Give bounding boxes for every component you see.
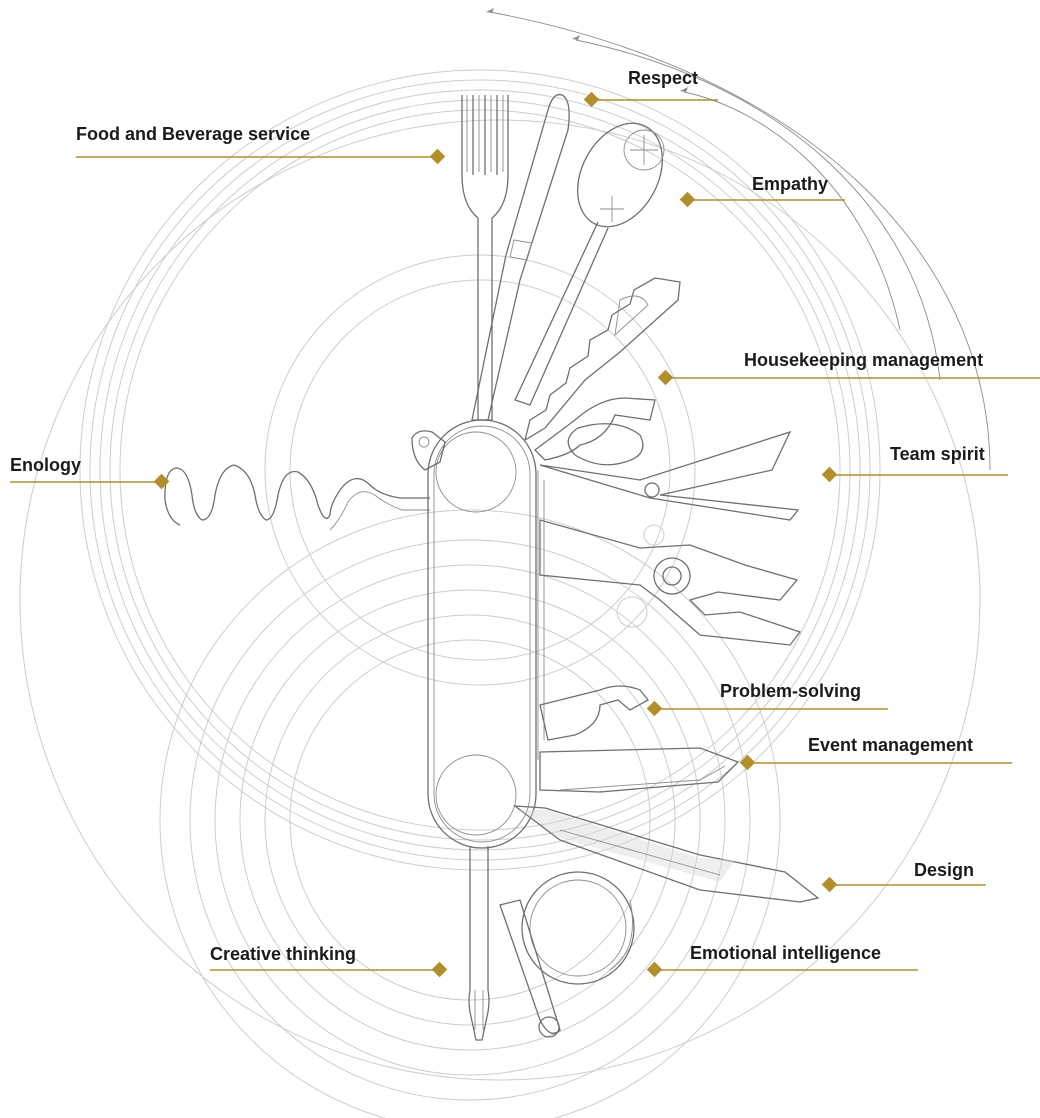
skill-label-food-beverage: Food and Beverage service [76,124,310,144]
spoon-icon [515,109,679,405]
background-circle [90,80,870,860]
background-circle [190,540,750,1100]
table-knife-icon [472,95,569,420]
background-circle [110,100,850,840]
background-circle [215,565,725,1075]
background-circle [290,280,670,660]
background-circle [100,90,860,850]
label-empathy: Empathy [680,174,845,207]
diamond-marker-icon [680,192,696,208]
skill-label-housekeeping: Housekeeping management [744,350,983,370]
diamond-marker-icon [822,467,838,483]
diamond-marker-icon [647,701,663,717]
skill-label-emotional-intelligence: Emotional intelligence [690,943,881,963]
diamond-marker-icon [822,877,838,893]
arrow-head-icon [572,35,580,40]
scissors-icon [540,424,798,520]
skill-label-design: Design [914,860,974,880]
background-circle [265,255,695,685]
skill-label-enology: Enology [10,455,81,475]
label-respect: Respect [584,68,718,107]
main-blade-icon [540,748,738,792]
skill-label-empathy: Empathy [752,174,828,194]
background-circle [160,510,780,1118]
skill-label-team-spirit: Team spirit [890,444,985,464]
labels-layer: Respect Food and Beverage service Empath… [10,68,1040,977]
skill-label-respect: Respect [628,68,698,88]
swiss-army-knife-icon [165,95,818,1040]
key-ring-icon [500,872,634,1037]
bottle-opener-icon [535,398,655,460]
label-creative-thinking: Creative thinking [210,944,447,977]
background-circle [20,120,980,1080]
diamond-marker-icon [430,149,446,165]
arc-arrows [486,8,990,470]
knife-handle-icon [412,420,544,848]
skill-label-event-management: Event management [808,735,973,755]
fork-icon [462,95,508,420]
diamond-marker-icon [740,755,756,771]
skill-label-creative-thinking: Creative thinking [210,944,356,964]
label-emotional-intelligence: Emotional intelligence [647,943,918,977]
diamond-marker-icon [432,962,448,978]
label-problem-solving: Problem-solving [647,681,888,716]
label-design: Design [822,860,986,892]
skill-label-problem-solving: Problem-solving [720,681,861,701]
background-circle [644,525,664,545]
saw-blade-icon [525,278,680,440]
label-food-beverage: Food and Beverage service [76,124,445,164]
screwdriver-icon [469,846,489,1040]
label-event-management: Event management [740,735,1012,770]
